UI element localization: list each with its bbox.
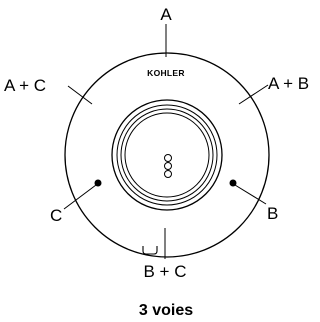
handle-ring-3 — [120, 108, 214, 202]
position-label-right: B — [267, 204, 278, 223]
valve-outer-ring — [64, 52, 270, 258]
position-label-upper-right: A + B — [268, 74, 309, 93]
leader-line-upper-right — [238, 84, 269, 105]
handle-ring-inner — [124, 112, 210, 198]
diagram-caption: 3 voies — [139, 302, 193, 319]
leader-line-right — [234, 184, 267, 205]
leader-line-upper-left — [67, 85, 93, 105]
leader-line-left — [63, 184, 97, 210]
valve-bottom-tab — [142, 246, 158, 255]
position-label-top: A — [160, 5, 172, 24]
position-label-left: C — [50, 206, 62, 225]
handle-ring-outer — [111, 99, 223, 211]
brand-logo: KOHLER — [147, 68, 185, 78]
indicator-dot-2 — [164, 162, 172, 170]
position-label-bottom: B + C — [144, 262, 187, 281]
indicator-dot-1 — [164, 154, 172, 162]
position-dot-left — [94, 179, 102, 187]
position-label-upper-left: A + C — [4, 76, 46, 95]
indicator-dot-3 — [164, 170, 172, 178]
position-dot-right — [229, 179, 237, 187]
handle-ring-2 — [116, 104, 218, 206]
